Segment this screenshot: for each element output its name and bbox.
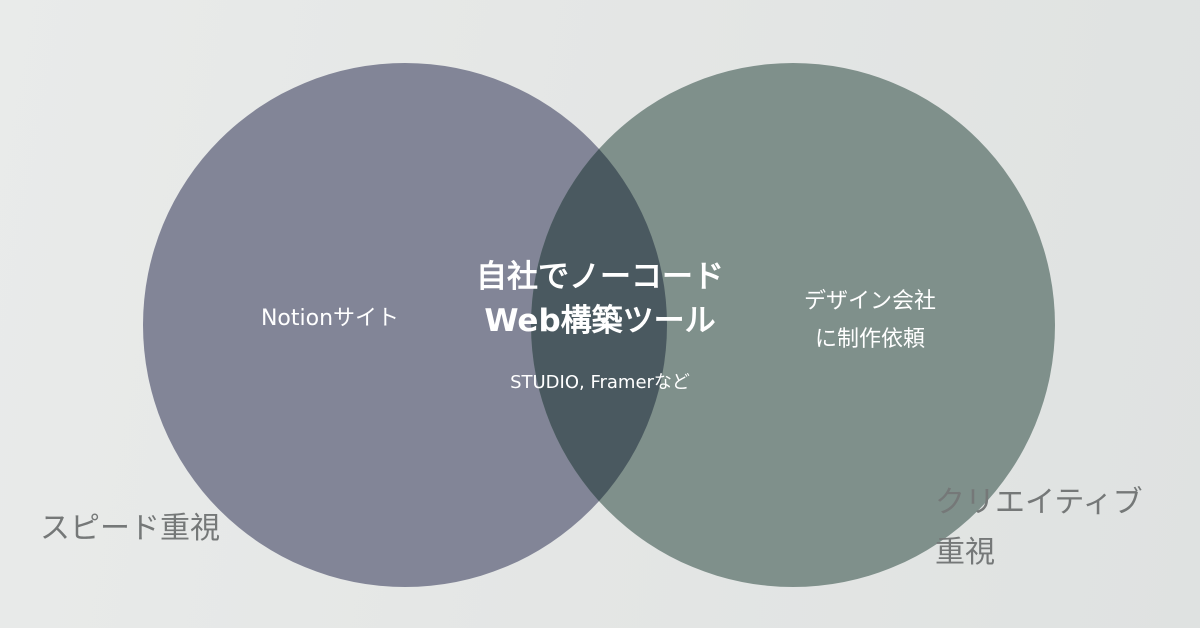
right-circle-label-line1: デザイン会社 (803, 289, 936, 314)
intersection-title-line2: Web構築ツール (484, 303, 716, 339)
right-circle-label: デザイン会社 に制作依頼 (770, 283, 970, 359)
right-circle-label-line2: に制作依頼 (814, 327, 925, 352)
left-caption: スピード重視 (40, 511, 220, 546)
left-circle-label: Notionサイト (260, 306, 400, 331)
right-circle (531, 63, 1055, 587)
intersection-subtitle: STUDIO, Framerなど (510, 372, 690, 393)
right-caption-line1: クリエイティブ (935, 485, 1143, 520)
right-caption: クリエイティブ 重視 (935, 478, 1143, 578)
intersection-title: 自社でノーコード Web構築ツール (430, 255, 770, 343)
intersection-title-line1: 自社でノーコード (476, 259, 724, 295)
left-circle (143, 63, 667, 587)
right-caption-line2: 重視 (935, 535, 995, 570)
